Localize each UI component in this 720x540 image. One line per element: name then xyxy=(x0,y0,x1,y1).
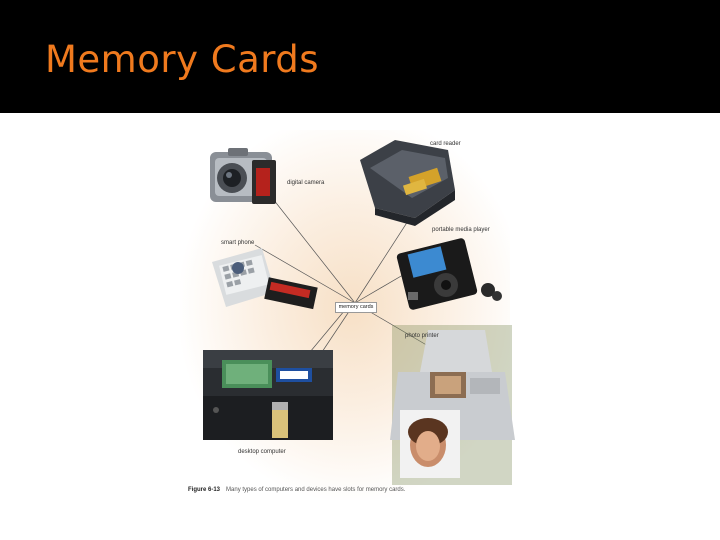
caption-text: Many types of computers and devices have… xyxy=(226,487,406,493)
smart-phone-image xyxy=(212,248,318,310)
label-card-reader: card reader xyxy=(430,141,461,147)
line-to-camera xyxy=(261,184,356,304)
label-desktop-computer: desktop computer xyxy=(238,449,286,455)
photo-printer-image xyxy=(390,325,515,485)
label-portable-media-player: portable media player xyxy=(432,227,490,233)
line-to-phone xyxy=(254,244,356,304)
card-reader-image xyxy=(360,140,455,226)
caption-number: Figure 6-13 xyxy=(188,487,221,493)
label-digital-camera: digital camera xyxy=(287,180,325,186)
title-bar: Memory Cards xyxy=(0,0,720,113)
desktop-computer-image xyxy=(203,350,333,440)
label-photo-printer: photo printer xyxy=(405,333,439,339)
label-smart-phone: smart phone xyxy=(221,240,255,246)
figure-caption: Figure 6-13 Many types of computers and d… xyxy=(188,487,405,493)
portable-media-player-image xyxy=(396,238,502,310)
digital-camera-image xyxy=(210,148,276,204)
slide-title: Memory Cards xyxy=(45,38,320,81)
label-memory-cards: memory cards xyxy=(335,302,377,313)
